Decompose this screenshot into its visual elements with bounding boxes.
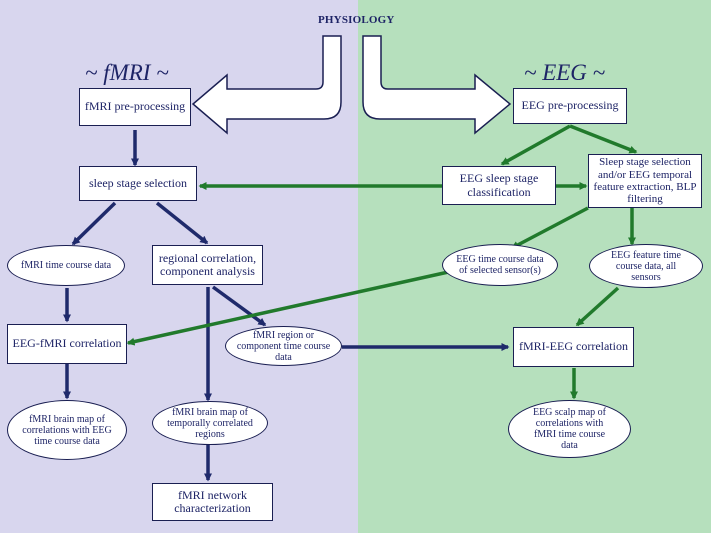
eeg-feature-time-course-ellipse: EEG feature time course data, all sensor…: [589, 244, 703, 288]
fmri-heading: ~ fMRI ~: [85, 60, 169, 85]
arrow-eeg-pre-to-classification: [500, 124, 571, 166]
arrow-feature-to-eeg-tc-selected: [510, 206, 589, 250]
fmri-brain-map-correlations-ellipse: fMRI brain map of correlations with EEG …: [7, 400, 127, 460]
physiology-title: PHYSIOLOGY: [318, 14, 395, 26]
eeg-feature-extraction-box: Sleep stage selection and/or EEG tempora…: [588, 154, 702, 208]
arrow-eeg-feature-tc-to-fmri-eeg-corr: [575, 286, 620, 327]
eeg-preprocessing-box: EEG pre-processing: [513, 88, 627, 124]
sleep-stage-selection-box: sleep stage selection: [79, 166, 197, 201]
eeg-scalp-map-ellipse: EEG scalp map of correlations with fMRI …: [508, 400, 631, 458]
fmri-brain-map-temporal-ellipse: fMRI brain map of temporally correlated …: [152, 401, 268, 445]
fmri-eeg-correlation-box: fMRI-EEG correlation: [513, 327, 634, 367]
arrow-eeg-pre-to-feature-extraction: [569, 124, 638, 154]
physiology-to-fmri-arrow: [191, 35, 342, 135]
fmri-preprocessing-box: fMRI pre-processing: [79, 88, 191, 126]
physiology-to-eeg-arrow: [362, 35, 512, 135]
eeg-fmri-correlation-box: EEG-fMRI correlation: [7, 324, 127, 364]
arrow-sleep-to-fmri-tc: [71, 201, 117, 246]
eeg-heading: ~ EEG ~: [524, 60, 606, 85]
fmri-region-time-course-ellipse: fMRI region or component time course dat…: [225, 326, 342, 366]
arrow-regional-to-region-tc: [211, 285, 267, 327]
fmri-network-box: fMRI network characterization: [152, 483, 273, 521]
arrow-sleep-to-regional: [155, 201, 209, 245]
fmri-time-course-ellipse: fMRI time course data: [7, 245, 125, 286]
eeg-time-course-selected-ellipse: EEG time course data of selected sensor(…: [442, 244, 558, 286]
regional-correlation-box: regional correlation, component analysis: [152, 245, 263, 285]
eeg-sleep-classification-box: EEG sleep stage classification: [442, 166, 556, 205]
arrow-eeg-tc-to-eeg-fmri-corr: [126, 263, 481, 346]
